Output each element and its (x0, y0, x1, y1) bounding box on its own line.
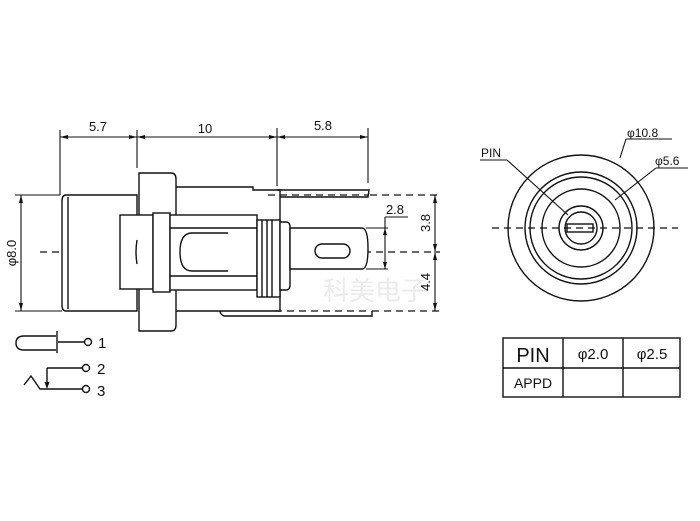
dim-2-8: 2.8 (386, 202, 404, 217)
pin-label: PIN (481, 146, 501, 160)
connector-front-view: PIN φ10.8 φ5.6 (480, 126, 688, 302)
dim-10: 10 (198, 121, 212, 136)
dim-3-8: 3.8 (418, 214, 433, 232)
pin-schematic: 1 2 3 (15, 331, 106, 400)
table-cell-appd: APPD (514, 375, 552, 391)
right-dimensions: 3.8 4.4 2.8 (366, 195, 437, 311)
diameter-dimension: φ8.0 (4, 194, 62, 312)
connector-side-body (61, 172, 440, 332)
pin-1-label: 1 (98, 335, 106, 352)
table-header-pin: PIN (516, 345, 549, 367)
watermark: 科美电子 (323, 276, 427, 306)
inner-diameter-label: φ5.6 (655, 154, 680, 168)
pin-table: PIN φ2.0 φ2.5 APPD (502, 337, 681, 398)
dim-diameter-8: φ8.0 (4, 240, 19, 267)
dim-4-4: 4.4 (418, 273, 433, 291)
pin-3-label: 3 (97, 383, 105, 400)
outer-diameter-label: φ10.8 (627, 126, 658, 140)
top-dimensions: 5.7 10 5.8 (59, 118, 369, 195)
table-header-phi-2-0: φ2.0 (578, 346, 609, 363)
table-header-phi-2-5: φ2.5 (637, 346, 668, 363)
dim-5-7: 5.7 (89, 119, 107, 134)
dim-5-8: 5.8 (314, 118, 332, 133)
pin-2-label: 2 (97, 361, 105, 378)
